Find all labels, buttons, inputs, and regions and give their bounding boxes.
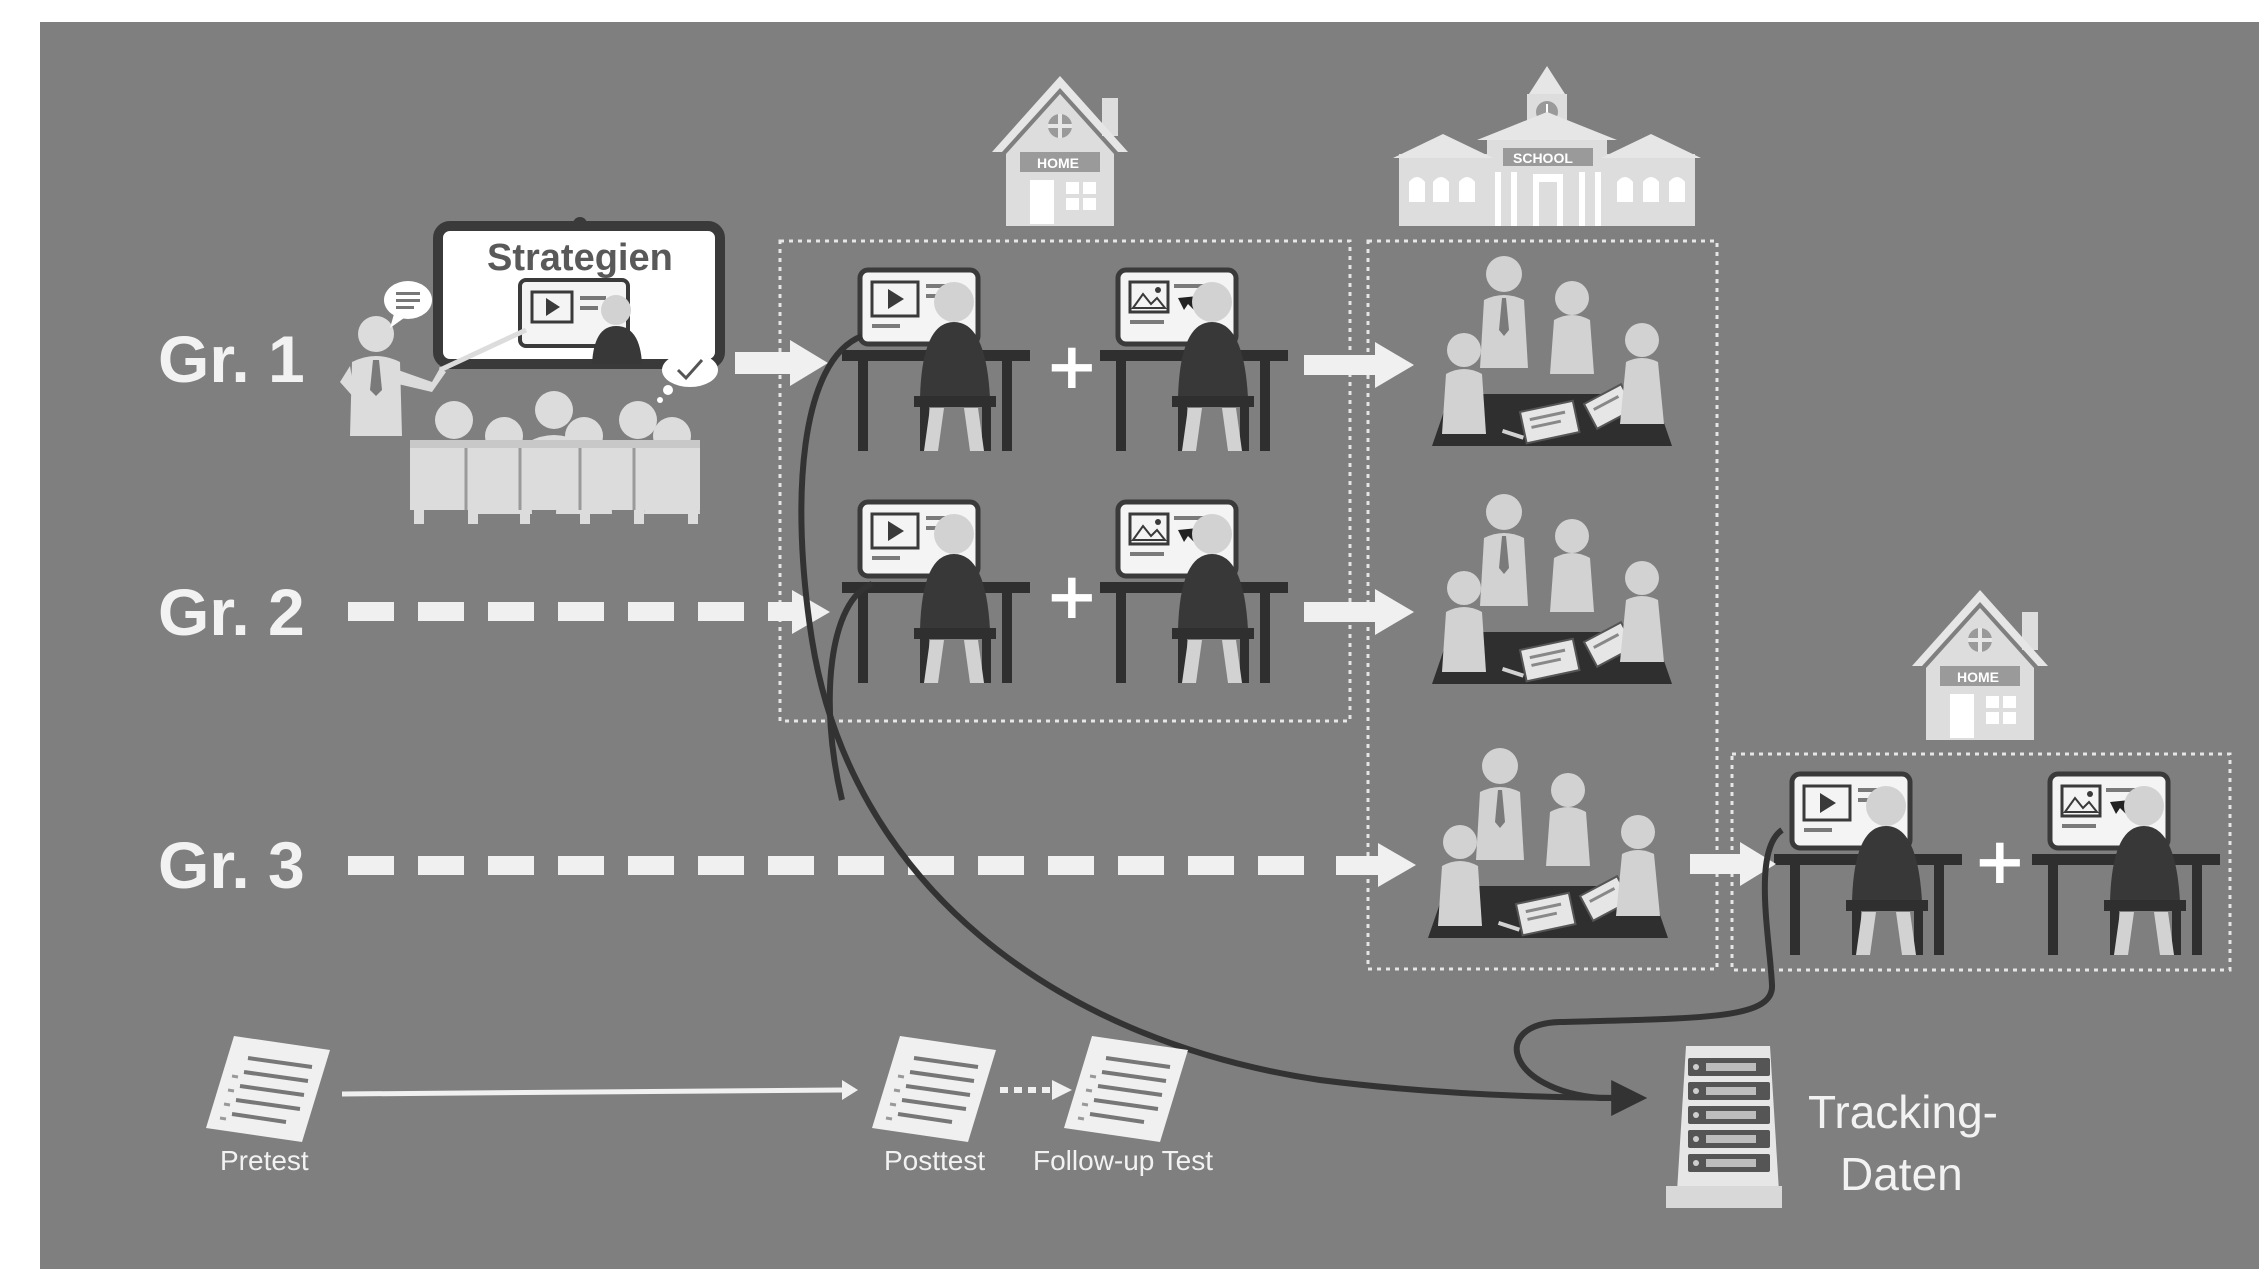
arrow-g2-home-to-school xyxy=(1304,589,1414,635)
house-icon: HOME xyxy=(1912,590,2048,740)
group-label-2: Gr. 2 xyxy=(158,575,305,649)
board-title: Strategien xyxy=(487,237,673,279)
school-icon: SCHOOL xyxy=(1392,65,1702,227)
plus-sign: + xyxy=(1045,560,1099,634)
group-label-3: Gr. 3 xyxy=(158,828,305,902)
pretest-label: Pretest xyxy=(220,1145,309,1176)
tracking-data-flow xyxy=(798,333,1784,1116)
flow-arrows xyxy=(348,340,1776,887)
home-phase-box xyxy=(778,239,1352,723)
audience-icon xyxy=(410,391,700,524)
thought-bubble-icon xyxy=(657,353,718,403)
group-label-1: Gr. 1 xyxy=(158,322,305,396)
tracking-label-line1: Tracking- xyxy=(1808,1086,1998,1138)
home-sign-1: HOME xyxy=(1037,155,1079,171)
arrow-g3-dashed xyxy=(348,843,1416,887)
arrow-g1-lecture-to-home xyxy=(735,340,828,386)
server-icon xyxy=(1666,1046,1782,1208)
posttest-label: Posttest xyxy=(884,1145,985,1176)
presenter-icon xyxy=(340,316,528,436)
speech-bubble-icon xyxy=(384,281,432,328)
school-phase-box xyxy=(1366,239,1719,971)
strategy-board: Strategien xyxy=(433,217,725,369)
house-icon: HOME xyxy=(992,76,1128,226)
plus-sign: + xyxy=(1973,825,2027,899)
tracking-label-line2: Daten xyxy=(1840,1148,1963,1200)
arrow-g2-dashed xyxy=(348,590,830,634)
followup-label: Follow-up Test xyxy=(1033,1145,1213,1176)
home-phase-box-3 xyxy=(1730,752,2232,972)
arrow-g1-home-to-school xyxy=(1304,342,1414,388)
test-timeline xyxy=(341,1080,1072,1100)
home-sign-2: HOME xyxy=(1957,669,1999,685)
plus-sign: + xyxy=(1045,330,1099,404)
arrow-g3-school-to-home xyxy=(1690,842,1776,886)
school-sign: SCHOOL xyxy=(1513,150,1573,166)
